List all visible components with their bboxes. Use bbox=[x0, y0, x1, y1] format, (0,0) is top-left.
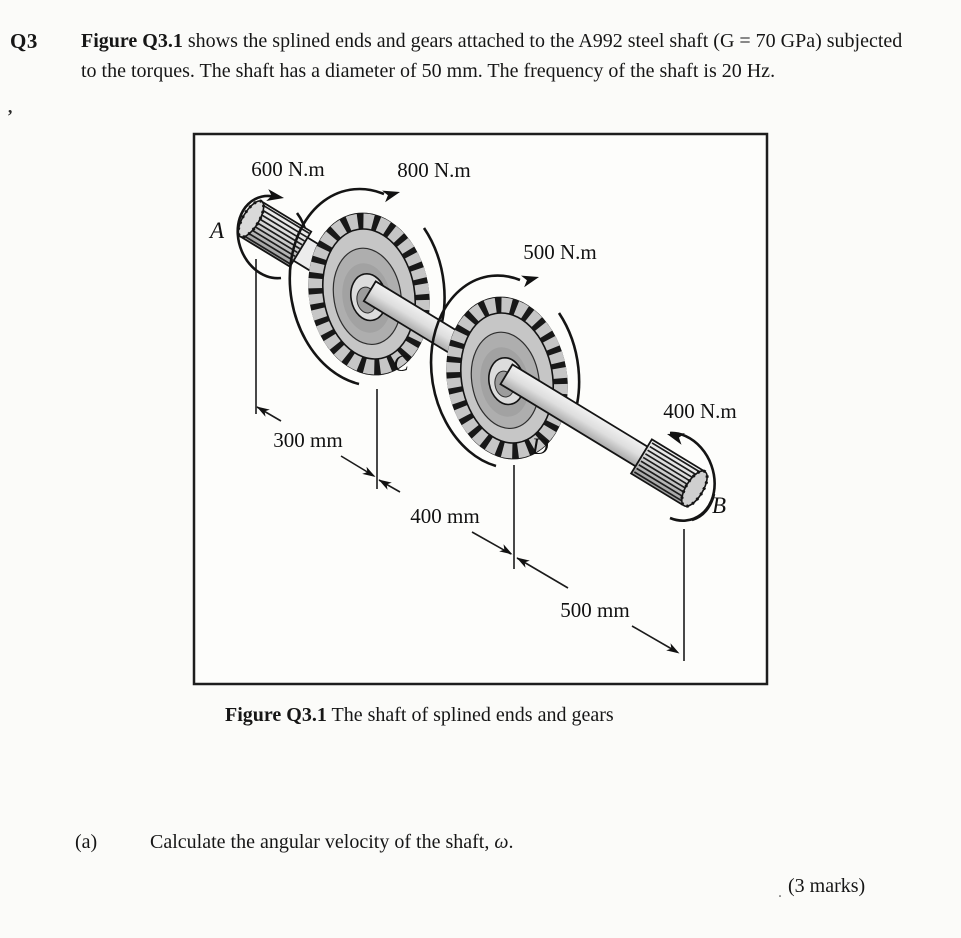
scan-stray-mark: ’ bbox=[7, 106, 13, 126]
shaft-right-assembly bbox=[499, 363, 709, 508]
spline-b-ridges bbox=[633, 442, 701, 502]
question-part-label: (a) bbox=[75, 831, 98, 853]
intro-body: shows the splined ends and gears attache… bbox=[81, 30, 903, 82]
dim-500-stub bbox=[516, 557, 569, 589]
point-label-d: D bbox=[531, 434, 549, 459]
figure-caption-lead: Figure Q3.1 bbox=[225, 704, 327, 726]
question-text-before: Calculate the angular velocity of the sh… bbox=[150, 831, 495, 853]
gear-d-teeth bbox=[446, 297, 568, 459]
point-label-a: A bbox=[208, 218, 225, 243]
torque-arc-d bbox=[429, 274, 521, 468]
point-label-c: C bbox=[393, 351, 409, 376]
dim-500-line bbox=[631, 625, 678, 653]
spline-a-ridges bbox=[243, 204, 310, 265]
dim-label-300: 300 mm bbox=[273, 428, 342, 452]
torque-label-b: 400 N.m bbox=[663, 399, 737, 423]
torque-arc-b-front bbox=[691, 493, 716, 522]
question-text-after: . bbox=[508, 831, 514, 853]
torque-label-c: 800 N.m bbox=[397, 158, 471, 182]
question-intro: Figure Q3.1 shows the splined ends and g… bbox=[81, 27, 911, 86]
torque-label-a: 600 N.m bbox=[251, 157, 325, 181]
spline-a-scallop bbox=[236, 199, 266, 239]
torque-label-d: 500 N.m bbox=[523, 240, 597, 264]
dim-label-500: 500 mm bbox=[560, 598, 629, 622]
scan-faint-dot: . bbox=[778, 884, 782, 901]
torque-arc-a bbox=[236, 194, 282, 280]
figure-caption: Figure Q3.1 The shaft of splined ends an… bbox=[225, 704, 614, 727]
marks-label: (3 marks) bbox=[788, 875, 866, 897]
torque-arcs-front bbox=[236, 187, 716, 522]
point-label-b: B bbox=[712, 493, 726, 518]
dimension-lines bbox=[255, 259, 685, 661]
figure-caption-rest: The shaft of splined ends and gears bbox=[326, 704, 614, 726]
omega-symbol: ω bbox=[494, 831, 509, 853]
torque-arc-c bbox=[288, 187, 385, 386]
torque-arc-b-main bbox=[669, 431, 716, 522]
question-text: Calculate the angular velocity of the sh… bbox=[150, 831, 513, 854]
question-number: Q3 bbox=[10, 29, 38, 53]
gear-c-teeth bbox=[308, 213, 430, 375]
dim-label-400: 400 mm bbox=[410, 504, 479, 528]
intro-lead: Figure Q3.1 bbox=[81, 30, 183, 52]
